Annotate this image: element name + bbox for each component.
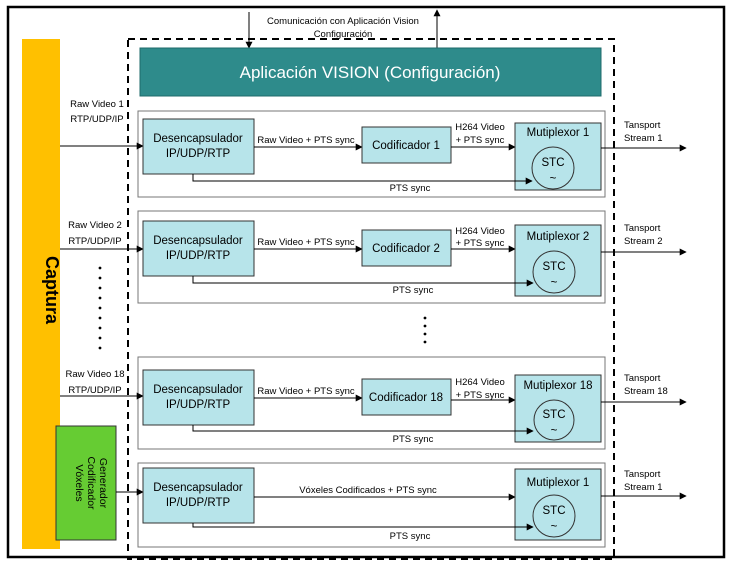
voxel-stc-symbol: ~ bbox=[551, 521, 558, 533]
voxel-decapsulator bbox=[142, 467, 255, 524]
channel-18-input-line2: RTP/UDP/IP bbox=[68, 385, 121, 396]
voxel-output-line2: Stream 1 bbox=[624, 482, 663, 493]
generator-line1: Generador bbox=[97, 458, 109, 509]
channel-18-stc-clock bbox=[533, 399, 575, 441]
channel-1-stc-clock bbox=[531, 146, 575, 190]
channel-18-input-line1: Raw Video 18 bbox=[66, 369, 125, 380]
top-note-line1: Comunicación con Aplicación Vision bbox=[267, 16, 419, 27]
channel-1-input-line1: Raw Video 1 bbox=[70, 99, 124, 110]
channel-18-stc-symbol: ~ bbox=[551, 425, 558, 437]
voxel-pts-label: PTS sync bbox=[390, 531, 431, 542]
voxel-decap-line2: IP/UDP/RTP bbox=[166, 497, 231, 509]
channel-18-decap-line2: IP/UDP/RTP bbox=[166, 399, 231, 411]
channel-18-pts-arrow bbox=[192, 425, 534, 435]
channel-18-encoder-label: Codificador 18 bbox=[369, 392, 443, 404]
vision-app-label: Aplicación VISION (Configuración) bbox=[240, 63, 501, 82]
channel-18-output-line2: Stream 18 bbox=[624, 386, 668, 397]
channel-18-decapsulator bbox=[142, 369, 255, 426]
channel-1-mux-label: Mutiplexor 1 bbox=[527, 127, 590, 139]
ellipsis-left bbox=[98, 266, 102, 350]
channel-2-encoder bbox=[361, 229, 452, 267]
channel-2-decap-line2: IP/UDP/RTP bbox=[166, 250, 231, 262]
channel-2-pts-label: PTS sync bbox=[393, 285, 434, 296]
channel-2-stc-symbol: ~ bbox=[551, 277, 558, 289]
capture-label: Captura bbox=[42, 256, 62, 325]
voxel-mux-label: Mutiplexor 1 bbox=[527, 477, 590, 489]
channel-18-raw-label: Raw Video + PTS sync bbox=[257, 386, 354, 397]
channel-18-pts-label: PTS sync bbox=[393, 434, 434, 445]
channel-1-pts-label: PTS sync bbox=[390, 183, 431, 194]
generator-line2: Codificador bbox=[85, 456, 97, 510]
channel-2-mux-label: Mutiplexor 2 bbox=[527, 231, 590, 243]
channel-18-h264-line1: H264 Video bbox=[455, 377, 504, 388]
voxel-generator-box bbox=[55, 425, 117, 541]
channel-1-raw-label: Raw Video + PTS sync bbox=[257, 135, 354, 146]
voxel-stc-label: STC bbox=[543, 505, 566, 517]
channel-18-h264-line2: + PTS sync bbox=[456, 390, 505, 401]
channel-1-encoder bbox=[361, 126, 452, 164]
channel-18-stc-label: STC bbox=[543, 409, 566, 421]
channel-2-stc-label: STC bbox=[543, 261, 566, 273]
channel-1-output-line2: Stream 1 bbox=[624, 133, 663, 144]
channel-1-decapsulator bbox=[142, 118, 255, 175]
channel-1-decap-line1: Desencapsulador bbox=[153, 133, 243, 145]
channel-1-input-line2: RTP/UDP/IP bbox=[70, 114, 123, 125]
channel-2: Raw Video 2 RTP/UDP/IP Desencapsulador I… bbox=[60, 210, 687, 304]
voxel-stc-clock bbox=[532, 494, 576, 538]
channel-2-h264-line2: + PTS sync bbox=[456, 238, 505, 249]
channel-2-h264-line1: H264 Video bbox=[455, 226, 504, 237]
channel-18-encoder bbox=[361, 378, 452, 416]
channel-2-encoder-label: Codificador 2 bbox=[372, 243, 440, 255]
channel-2-decapsulator bbox=[142, 220, 255, 277]
channel-18-mux-label: Mutiplexor 18 bbox=[523, 380, 592, 392]
capture-bar bbox=[22, 39, 60, 549]
voxel-decap-line1: Desencapsulador bbox=[153, 482, 243, 494]
generator-line3: Vóxeles bbox=[73, 464, 85, 501]
channel-18-output-line1: Tansport bbox=[624, 373, 661, 384]
channel-18: Raw Video 18 RTP/UDP/IP Desencapsulador … bbox=[60, 356, 687, 450]
channel-1-decap-line2: IP/UDP/RTP bbox=[166, 148, 231, 160]
channel-2-input-line2: RTP/UDP/IP bbox=[68, 236, 121, 247]
top-note-line2: Configuración bbox=[314, 29, 373, 40]
channel-1-output-line1: Tansport bbox=[624, 120, 661, 131]
channel-2-pts-arrow bbox=[192, 276, 534, 287]
channel-2-input-line1: Raw Video 2 bbox=[68, 220, 122, 231]
channel-1-h264-line1: H264 Video bbox=[455, 122, 504, 133]
channel-1-pts-arrow bbox=[192, 174, 533, 185]
channel-2-raw-label: Raw Video + PTS sync bbox=[257, 237, 354, 248]
channel-2-output-line2: Stream 2 bbox=[624, 236, 663, 247]
vision-app-bar bbox=[139, 47, 602, 97]
voxel-channel: Desencapsulador IP/UDP/RTP Vóxeles Codif… bbox=[116, 462, 687, 548]
voxel-data-label: Vóxeles Codificados + PTS sync bbox=[299, 485, 437, 496]
system-boundary bbox=[127, 38, 615, 560]
ellipsis-center bbox=[423, 316, 427, 344]
channel-1-stc-label: STC bbox=[542, 157, 565, 169]
channel-1-stc-symbol: ~ bbox=[550, 173, 557, 185]
channel-2-decap-line1: Desencapsulador bbox=[153, 235, 243, 247]
channel-2-output-line1: Tansport bbox=[624, 223, 661, 234]
channel-1: Raw Video 1 RTP/UDP/IP Desencapsulador I… bbox=[60, 99, 687, 198]
voxel-pts-arrow bbox=[192, 523, 534, 531]
channel-2-stc-clock bbox=[532, 250, 576, 294]
channel-1-h264-line2: + PTS sync bbox=[456, 135, 505, 146]
channel-1-encoder-label: Codificador 1 bbox=[372, 140, 440, 152]
channel-18-decap-line1: Desencapsulador bbox=[153, 384, 243, 396]
voxel-output-line1: Tansport bbox=[624, 469, 661, 480]
